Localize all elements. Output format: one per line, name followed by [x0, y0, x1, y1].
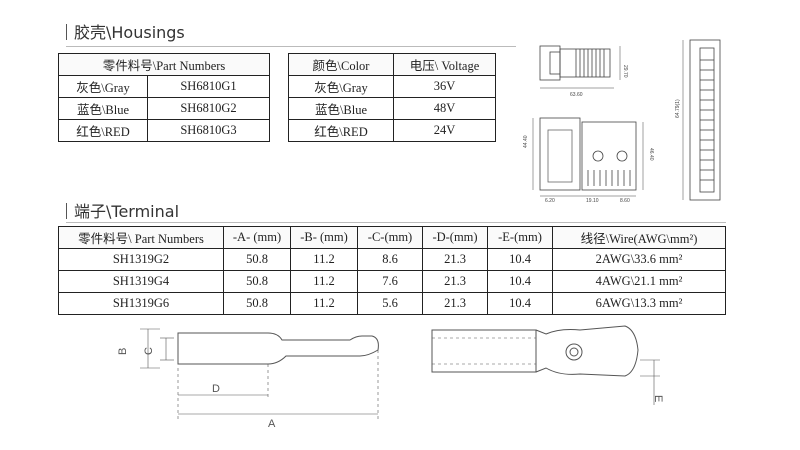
cell-wire: 4AWG\21.1 mm² [552, 270, 726, 293]
table-row: 红色\RED 24V [288, 119, 496, 142]
cell-b: 11.2 [290, 248, 358, 271]
dim-c-text: C [143, 347, 155, 355]
housing-long-view [682, 39, 721, 201]
title-bar [66, 24, 67, 40]
title-bar [66, 203, 67, 219]
parts-header: 零件料号\Part Numbers [58, 53, 270, 76]
parts-number-cell: SH6810G2 [147, 97, 270, 120]
dim-height-small-label: 29.70 [622, 65, 628, 78]
terminal-top-view [431, 325, 660, 405]
voltage-header: 电压\ Voltage [393, 53, 496, 76]
th-a: -A- (mm) [223, 226, 291, 249]
cell-a: 50.8 [223, 292, 291, 315]
housings-color-table: 颜色\Color 电压\ Voltage 灰色\Gray 36V 蓝色\Blue… [288, 53, 496, 142]
parts-number-cell: SH6810G1 [147, 75, 270, 98]
cell-c: 5.6 [357, 292, 423, 315]
th-e: -E-(mm) [487, 226, 553, 249]
terminal-title: 端子\Terminal [66, 198, 179, 222]
th-b: -B- (mm) [290, 226, 358, 249]
table-row: 蓝色\Blue SH6810G2 [58, 97, 270, 120]
table-row: SH1319G2 50.8 11.2 8.6 21.3 10.4 2AWG\33… [58, 248, 726, 271]
voltage-cell: 24V [393, 119, 496, 142]
housings-title-text: 胶壳\Housings [74, 23, 185, 42]
th-part-numbers: 零件料号\ Part Numbers [58, 226, 224, 249]
terminal-rule [66, 222, 726, 223]
parts-number-cell: SH6810G3 [147, 119, 270, 142]
parts-color-cell: 红色\RED [58, 119, 148, 142]
dim-bottom-1: 6.20 [545, 198, 555, 204]
terminal-side-view [140, 328, 379, 420]
dim-b-text: B [117, 348, 129, 355]
table-row: 灰色\Gray 36V [288, 75, 496, 98]
dim-width-label: 63.60 [570, 92, 583, 98]
cell-e: 10.4 [487, 292, 553, 315]
housings-parts-table: 零件料号\Part Numbers 灰色\Gray SH6810G1 蓝色\Bl… [58, 53, 270, 142]
cell-part: SH1319G6 [58, 292, 224, 315]
table-row: 红色\RED SH6810G3 [58, 119, 270, 142]
cell-b: 11.2 [290, 292, 358, 315]
terminal-title-text: 端子\Terminal [74, 202, 180, 221]
table-row: 灰色\Gray SH6810G1 [58, 75, 270, 98]
dim-a-text: A [268, 418, 276, 430]
parts-color-cell: 灰色\Gray [58, 75, 148, 98]
housing-front-view [532, 117, 644, 197]
housings-rule [66, 46, 516, 47]
color-cell: 红色\RED [288, 119, 394, 142]
cell-wire: 2AWG\33.6 mm² [552, 248, 726, 271]
dim-e-text: E [652, 395, 664, 402]
table-row: SH1319G6 50.8 11.2 5.6 21.3 10.4 6AWG\13… [58, 292, 726, 315]
th-wire: 线径\Wire(AWG\mm²) [552, 226, 726, 249]
housings-title: 胶壳\Housings [66, 19, 185, 43]
cell-d: 21.3 [422, 248, 488, 271]
parts-color-cell: 蓝色\Blue [58, 97, 148, 120]
terminal-table: 零件料号\ Part Numbers -A- (mm) -B- (mm) -C-… [58, 226, 726, 315]
dim-b-label: 46.40 [648, 148, 654, 161]
cell-e: 10.4 [487, 270, 553, 293]
dim-bottom-3: 8.60 [620, 198, 630, 204]
cell-d: 21.3 [422, 292, 488, 315]
housing-side-view [539, 45, 621, 89]
dim-length-label: 64.79(1) [675, 99, 681, 118]
dim-a-label: 44.40 [523, 135, 529, 148]
th-c: -C-(mm) [357, 226, 423, 249]
dim-d-text: D [212, 383, 220, 395]
cell-wire: 6AWG\13.3 mm² [552, 292, 726, 315]
color-cell: 灰色\Gray [288, 75, 394, 98]
dim-bottom-2: 19.10 [586, 198, 599, 204]
